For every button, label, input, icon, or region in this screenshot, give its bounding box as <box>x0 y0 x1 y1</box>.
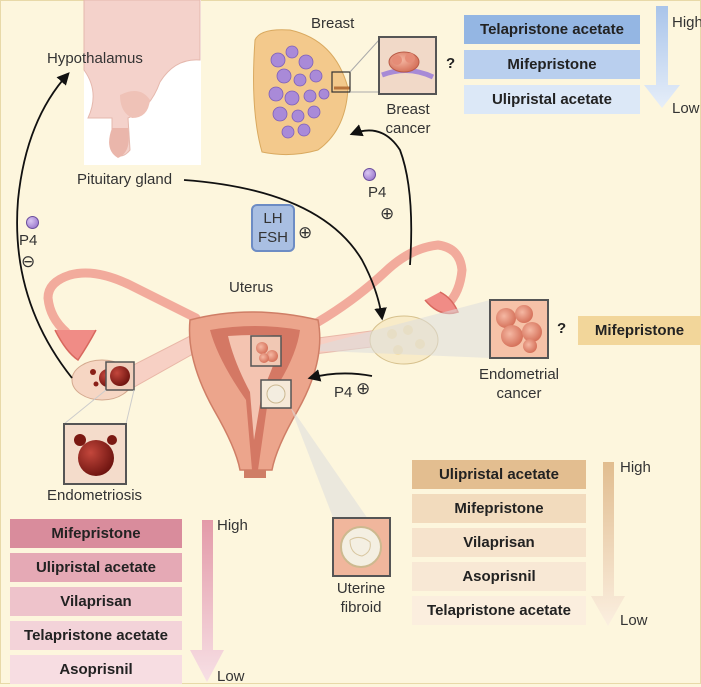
label-hypothalamus: Hypothalamus <box>47 50 143 69</box>
p4-molecule-icon <box>363 168 376 181</box>
endometriosis-drug-3: Vilaprisan <box>10 587 182 617</box>
p4-breast-stimulation-sign: ⊕ <box>380 205 394 222</box>
fibroid-drug-2: Mifepristone <box>412 494 586 524</box>
label-breast-cancer: Breast cancer <box>373 101 443 139</box>
fibroid-scale-high: High <box>620 459 651 478</box>
label-uterine-fibroid: Uterine fibroid <box>326 580 396 618</box>
lh-stimulation-sign: ⊕ <box>298 224 312 241</box>
breast-cancer-question-mark: ? <box>446 55 455 72</box>
p4-inhibition-sign: ⊖ <box>21 253 35 270</box>
label-pituitary-gland: Pituitary gland <box>77 171 172 190</box>
p4-uterus-stimulation-sign: ⊕ <box>356 380 370 397</box>
breast-scale-low: Low <box>672 100 700 119</box>
breast-drug-2: Mifepristone <box>464 50 640 80</box>
fsh-label: FSH <box>253 228 293 247</box>
endometriosis-inset <box>64 424 126 484</box>
breast-cancer-inset <box>379 37 436 94</box>
lh-fsh-box: LH FSH <box>251 204 295 252</box>
breast-drug-1: Telapristone acetate <box>464 15 640 45</box>
endometrial-cancer-inset <box>490 300 548 358</box>
fibroid-drug-3: Vilaprisan <box>412 528 586 558</box>
breast-drug-3: Ulipristal acetate <box>464 85 640 115</box>
breast-scale-high: High <box>672 14 701 33</box>
label-uterus: Uterus <box>229 279 273 298</box>
endometriosis-drug-1: Mifepristone <box>10 519 182 549</box>
p4-label-hypothalamic: P4 <box>19 232 37 251</box>
fibroid-scale-low: Low <box>620 612 648 631</box>
label-endometrial-cancer: Endometrial cancer <box>469 366 569 404</box>
fibroid-scale-arrow <box>591 462 625 626</box>
lh-label: LH <box>253 209 293 228</box>
endometrial-drug-1: Mifepristone <box>578 316 701 346</box>
endometriosis-drug-2: Ulipristal acetate <box>10 553 182 583</box>
endometriosis-drug-5: Asoprisnil <box>10 655 182 685</box>
breast-illustration <box>254 30 379 155</box>
p4-molecule-icon <box>26 216 39 229</box>
fibroid-drug-5: Telapristone acetate <box>412 596 586 626</box>
endometrial-cancer-question-mark: ? <box>557 320 566 337</box>
fibroid-drug-4: Asoprisnil <box>412 562 586 592</box>
p4-label-breast: P4 <box>368 184 386 203</box>
endometriosis-scale-high: High <box>217 517 248 536</box>
head-illustration <box>84 0 201 165</box>
label-endometriosis: Endometriosis <box>47 487 142 506</box>
fibroid-drug-1: Ulipristal acetate <box>412 460 586 490</box>
endometriosis-drug-4: Telapristone acetate <box>10 621 182 651</box>
endometriosis-scale-arrow <box>190 520 224 682</box>
label-breast: Breast <box>311 15 354 34</box>
p4-label-uterus: P4 <box>334 384 352 403</box>
fibroid-inset <box>333 518 390 576</box>
